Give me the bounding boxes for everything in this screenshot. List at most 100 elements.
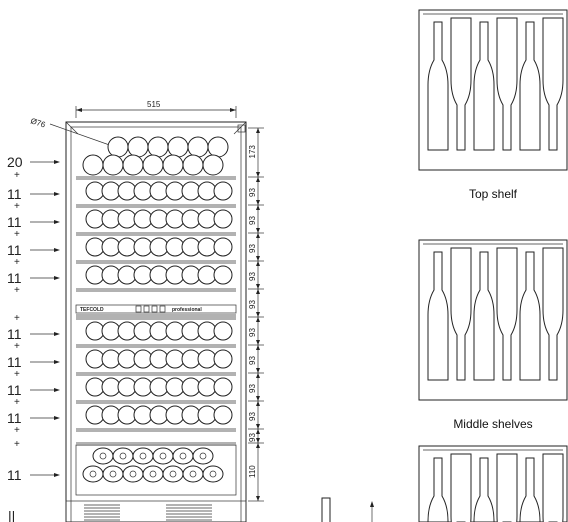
- bottle-end: [149, 265, 169, 285]
- bottle-end: [133, 349, 153, 369]
- bottle-end: [181, 405, 201, 425]
- bottle-end: [165, 237, 185, 257]
- bottle-outline: [496, 17, 518, 151]
- bottle-end: [133, 237, 153, 257]
- width-dimension: 515: [75, 100, 237, 118]
- bottle-end: [149, 349, 169, 369]
- plus-sign: +: [14, 229, 20, 240]
- bottle-end: [117, 349, 137, 369]
- bottle-end: [101, 405, 121, 425]
- bottle-end: [165, 265, 185, 285]
- bottle-end: [182, 465, 204, 483]
- diameter-label: Ø76: [29, 116, 47, 129]
- bottle-end: [133, 377, 153, 397]
- bottle-end: [133, 265, 153, 285]
- bottle-outline: [542, 453, 564, 522]
- bottle-outline: [473, 251, 495, 381]
- bottle-end: [213, 209, 233, 229]
- bottle-end: [152, 447, 174, 465]
- bottle-end: [197, 237, 217, 257]
- bottle-count-value: 11: [7, 410, 22, 426]
- bottle-count-value: 11: [7, 186, 22, 202]
- height-dimension-9: 93: [248, 372, 264, 401]
- bottle-end: [107, 136, 129, 158]
- bottle-end: [117, 237, 137, 257]
- bottle-end: [133, 209, 153, 229]
- bottle-end: [133, 405, 153, 425]
- height-dimension-label: 93: [248, 412, 257, 421]
- height-dimension-label: 173: [248, 145, 257, 159]
- bottle-end: [181, 209, 201, 229]
- height-dimension-4: 93: [248, 232, 264, 261]
- side-view-caption: Top shelf: [469, 187, 518, 201]
- bottle-end: [149, 181, 169, 201]
- height-dimension-5: 93: [248, 260, 264, 289]
- shelf-row-2: [76, 181, 236, 208]
- bottle-outline: [450, 453, 472, 522]
- bottle-outline: [542, 247, 564, 381]
- bottle-end: [82, 154, 104, 176]
- bottle-end: [112, 447, 134, 465]
- height-dimension-7: 93: [248, 316, 264, 345]
- height-dimension-label: 93: [248, 216, 257, 225]
- bottle-count-2: 11: [7, 186, 60, 202]
- bottle-end: [85, 377, 105, 397]
- bottle-end: [213, 405, 233, 425]
- plus-sign: +: [14, 369, 20, 380]
- bottle-end: [165, 377, 185, 397]
- bottle-end: [85, 265, 105, 285]
- shelf-row-4: [76, 237, 236, 264]
- bottle-end: [165, 181, 185, 201]
- bottle-end: [197, 349, 217, 369]
- bottle-end: [85, 405, 105, 425]
- bottle-outline: [427, 21, 449, 151]
- bottle-end: [85, 209, 105, 229]
- height-dimension-10: 93: [248, 400, 264, 429]
- bottle-end: [213, 349, 233, 369]
- bottle-end: [149, 377, 169, 397]
- bottle-end: [149, 405, 169, 425]
- height-dimension-11: 93: [248, 428, 264, 443]
- height-dimension-label: 110: [248, 465, 257, 478]
- bottle-end: [133, 181, 153, 201]
- bottle-end: [181, 321, 201, 341]
- bottle-end: [142, 465, 164, 483]
- bottle-end: [149, 209, 169, 229]
- bottle-end: [213, 237, 233, 257]
- bottle-end: [187, 136, 209, 158]
- height-dimension-label: 93: [248, 384, 257, 393]
- bottle-end: [207, 136, 229, 158]
- plus-sign: +: [14, 313, 20, 324]
- bottle-end: [197, 265, 217, 285]
- height-dimension-label: 93: [248, 188, 257, 197]
- bottle-end: [101, 265, 121, 285]
- control-button-icon: [135, 305, 142, 313]
- bottle-count-8: 11: [7, 354, 60, 370]
- bottle-end: [197, 209, 217, 229]
- corner-line-left: [65, 121, 79, 135]
- bottle-end: [117, 265, 137, 285]
- bottle-count-value: 11: [7, 467, 22, 483]
- bottle-end: [127, 136, 149, 158]
- bottle-end: [101, 377, 121, 397]
- bottle-end: [181, 265, 201, 285]
- bottle-end: [202, 465, 224, 483]
- height-dimension-1: 173: [248, 127, 264, 177]
- control-button-icon: [159, 305, 166, 313]
- bottle-end: [101, 237, 121, 257]
- shelf-row-8: [76, 349, 236, 376]
- bottle-count-10: 11: [7, 410, 60, 426]
- height-dimension-label: 93: [248, 328, 257, 337]
- bottle-end: [165, 321, 185, 341]
- bottle-end: [181, 349, 201, 369]
- bottle-count-value: 11: [7, 242, 22, 258]
- bottle-count-value: 11: [7, 326, 22, 342]
- bottle-end: [197, 377, 217, 397]
- bottle-end: [181, 237, 201, 257]
- bottle-end: [149, 237, 169, 257]
- bottle-end: [213, 377, 233, 397]
